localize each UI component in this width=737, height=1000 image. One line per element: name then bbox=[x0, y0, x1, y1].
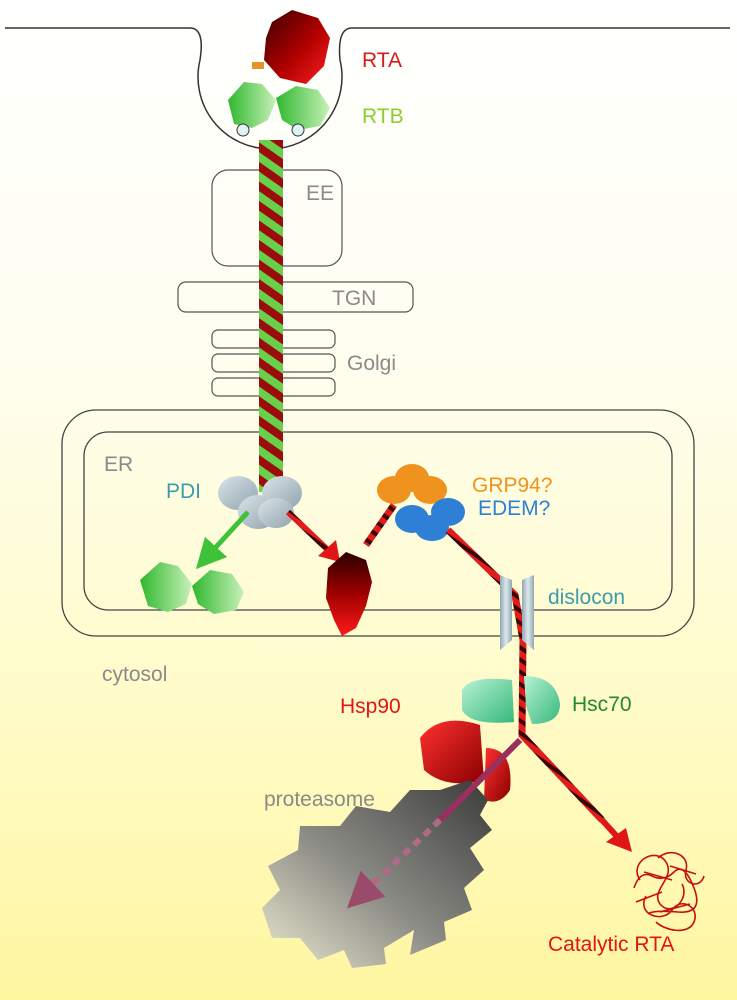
rta-label: RTA bbox=[362, 49, 402, 72]
hsp90-label: Hsp90 bbox=[340, 695, 401, 718]
hsc70-label: Hsc70 bbox=[572, 693, 632, 716]
proteasome-label: proteasome bbox=[264, 788, 375, 811]
edem-protein bbox=[395, 498, 465, 541]
ricin-holotoxin-strand bbox=[259, 140, 283, 492]
rtb-label: RTB bbox=[362, 105, 404, 128]
rta-release-arrow bbox=[285, 509, 333, 555]
released-rta bbox=[326, 552, 372, 636]
rtb-protein bbox=[228, 82, 330, 130]
ee-label: EE bbox=[306, 182, 334, 205]
pdi-label: PDI bbox=[166, 480, 201, 503]
grp94-protein bbox=[377, 464, 447, 504]
dislocon-label: dislocon bbox=[548, 586, 625, 609]
plasma-membrane bbox=[5, 27, 730, 150]
grp94-label: GRP94? bbox=[472, 474, 553, 497]
catalytic-rta-label: Catalytic RTA bbox=[548, 933, 674, 956]
hsc70-protein bbox=[462, 676, 560, 724]
disulfide-link bbox=[252, 62, 264, 69]
er-lumen bbox=[83, 431, 673, 611]
dislocon-channel bbox=[500, 575, 534, 650]
receptor-right bbox=[291, 123, 305, 137]
pdi-protein bbox=[218, 476, 302, 529]
degradation-arrow-dashed bbox=[346, 817, 443, 909]
degradation-arrow-solid bbox=[437, 737, 523, 823]
rta-protein bbox=[264, 10, 330, 84]
er-label: ER bbox=[104, 453, 133, 476]
tgn-compartment bbox=[177, 281, 414, 313]
receptor-left bbox=[236, 123, 250, 137]
cytosol-label: cytosol bbox=[102, 663, 167, 686]
rtb-release-arrow bbox=[195, 510, 250, 570]
edem-label: EDEM? bbox=[478, 497, 550, 520]
golgi-label: Golgi bbox=[347, 352, 396, 375]
rta-strand-to-grp94 bbox=[363, 502, 397, 548]
catalytic-rta-structure bbox=[633, 852, 705, 932]
tgn-label: TGN bbox=[332, 287, 376, 310]
rta-release-arrowhead bbox=[318, 540, 340, 562]
released-rtb bbox=[140, 562, 244, 614]
hsp90-protein bbox=[420, 720, 511, 802]
catalytic-rta-arrowhead bbox=[606, 828, 632, 852]
er-outer-membrane bbox=[61, 409, 695, 637]
